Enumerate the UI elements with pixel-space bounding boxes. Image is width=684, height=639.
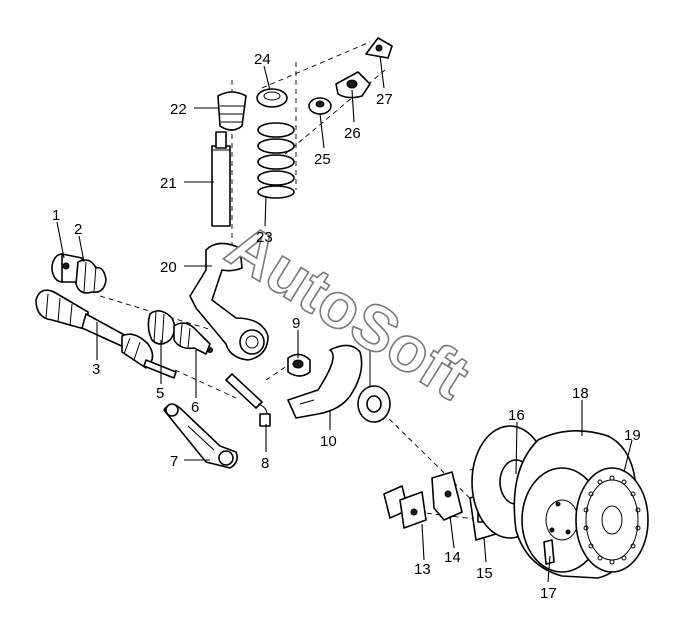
callout-1: 1 [52,207,60,224]
leader-lines [56,55,633,583]
callout-23: 23 [256,229,273,246]
wheel-bolt [543,539,555,565]
abs-sensor [225,373,271,427]
coil-spring [257,122,295,199]
callout-5: 5 [156,385,164,402]
callout-3: 3 [92,361,100,378]
callout-24: 24 [254,51,271,68]
bushing [287,353,311,377]
wheel-hub [357,350,391,423]
splash-shield [287,344,363,419]
callout-13: 13 [414,561,431,578]
callout-26: 26 [344,125,361,142]
callout-19: 19 [624,427,641,444]
outer-cv-joint [173,322,213,355]
callout-27: 27 [376,91,393,108]
steering-knuckle [189,242,269,361]
strut-mount [335,71,371,99]
callout-14: 14 [444,549,461,566]
callout-16: 16 [508,407,525,424]
drive-shaft [35,289,177,379]
top-cap [365,37,393,59]
callout-labels: 1 2 3 5 6 7 8 9 10 13 14 15 16 17 18 19 … [52,51,641,602]
callout-2: 2 [74,221,82,238]
callout-20: 20 [160,259,177,276]
callout-6: 6 [191,399,199,416]
disc-vent-holes [583,475,641,565]
shock-absorber [211,131,231,227]
brake-pads [383,485,427,529]
callout-8: 8 [261,455,269,472]
callout-22: 22 [170,101,187,118]
bump-stop [217,91,247,131]
control-arm [163,403,238,469]
strut-bearing [308,97,332,115]
caliper-carrier [431,471,463,521]
outer-cv-boot [147,310,176,345]
callout-17: 17 [540,585,557,602]
callout-15: 15 [476,565,493,582]
callout-9: 9 [292,315,300,332]
callout-18: 18 [572,385,589,402]
callout-10: 10 [320,433,337,450]
callout-25: 25 [314,151,331,168]
cv-boot [75,259,107,294]
callout-7: 7 [170,453,178,470]
callout-21: 21 [160,175,177,192]
spring-seat [256,88,288,108]
ventilated-disc [575,467,649,573]
